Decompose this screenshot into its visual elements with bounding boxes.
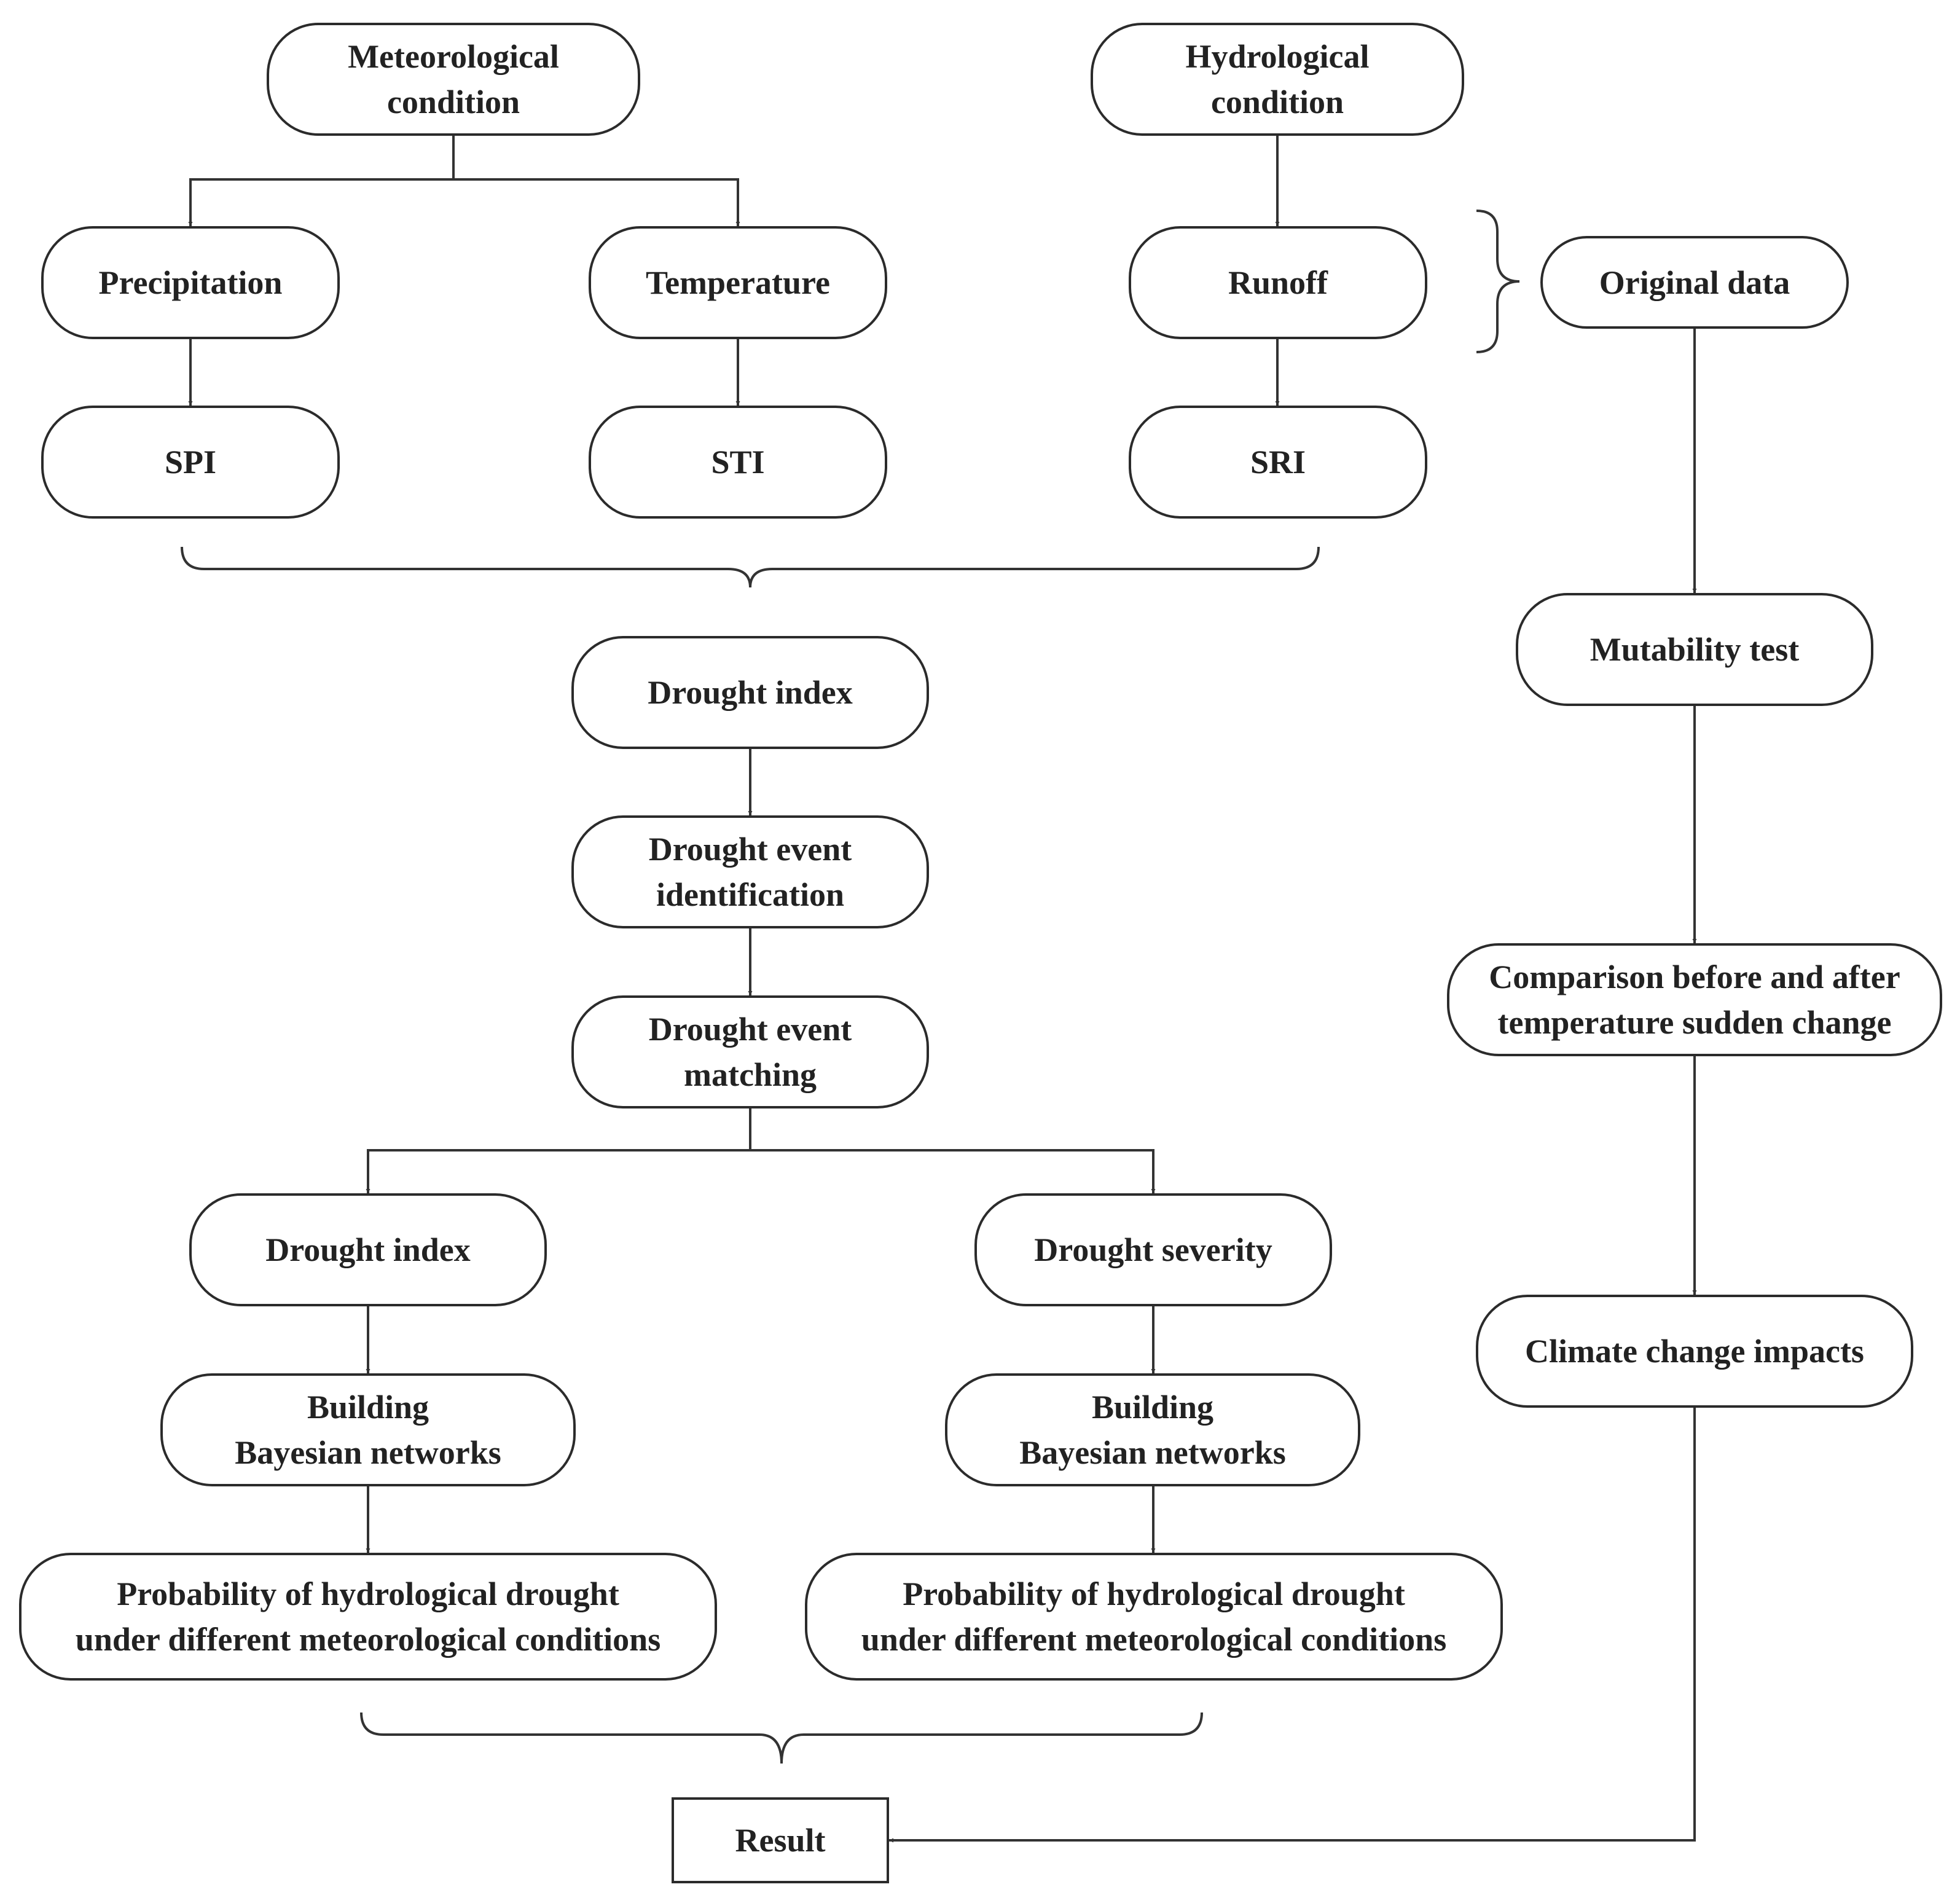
node-label: Building Bayesian networks bbox=[235, 1389, 501, 1471]
temperature-node: Temperature bbox=[589, 226, 887, 339]
brace-probabilities bbox=[360, 1712, 1203, 1764]
building-bayesian-networks-left-node: Building Bayesian networks bbox=[160, 1373, 576, 1486]
precipitation-node: Precipitation bbox=[41, 226, 340, 339]
probability-left-node: Probability of hydrological drought unde… bbox=[19, 1553, 717, 1681]
spi-node: SPI bbox=[41, 406, 340, 519]
node-label: Climate change impacts bbox=[1525, 1333, 1864, 1370]
node-label: Drought index bbox=[648, 674, 853, 711]
node-label: Building Bayesian networks bbox=[1019, 1389, 1286, 1471]
node-label: Drought index bbox=[265, 1231, 471, 1268]
brace-input-data bbox=[1476, 210, 1520, 353]
node-label: Probability of hydrological drought unde… bbox=[75, 1575, 661, 1658]
result-node: Result bbox=[672, 1797, 889, 1883]
node-label: Hydrological condition bbox=[1185, 38, 1370, 120]
node-label: Mutability test bbox=[1590, 631, 1800, 668]
node-label: Precipitation bbox=[98, 264, 283, 301]
edge-climate-change-to-result bbox=[889, 1408, 1696, 1843]
drought-index-left-node: Drought index bbox=[189, 1193, 547, 1306]
edge-meteorological-to-temperature bbox=[452, 136, 740, 226]
runoff-node: Runoff bbox=[1129, 226, 1427, 339]
node-label: Probability of hydrological drought unde… bbox=[861, 1575, 1447, 1658]
brace-drought-indices bbox=[181, 546, 1320, 588]
node-label: Result bbox=[735, 1822, 826, 1859]
drought-event-matching-node: Drought event matching bbox=[571, 995, 929, 1108]
node-label: Original data bbox=[1599, 264, 1790, 301]
probability-right-node: Probability of hydrological drought unde… bbox=[805, 1553, 1503, 1681]
node-label: SPI bbox=[164, 444, 217, 481]
drought-severity-node: Drought severity bbox=[974, 1193, 1332, 1306]
hydrological-condition-node: Hydrological condition bbox=[1091, 23, 1464, 136]
node-label: Comparison before and after temperature … bbox=[1489, 959, 1900, 1041]
mutability-test-node: Mutability test bbox=[1516, 593, 1873, 706]
node-label: Runoff bbox=[1228, 264, 1328, 301]
node-label: Drought event identification bbox=[648, 831, 852, 913]
building-bayesian-networks-right-node: Building Bayesian networks bbox=[945, 1373, 1360, 1486]
node-label: Drought severity bbox=[1034, 1231, 1272, 1268]
edge-matching-to-drought-severity bbox=[749, 1108, 1156, 1193]
drought-index-node: Drought index bbox=[571, 636, 929, 749]
comparison-node: Comparison before and after temperature … bbox=[1447, 943, 1942, 1056]
node-label: STI bbox=[711, 444, 765, 481]
drought-event-identification-node: Drought event identification bbox=[571, 815, 929, 928]
meteorological-condition-node: Meteorological condition bbox=[267, 23, 640, 136]
sri-node: SRI bbox=[1129, 406, 1427, 519]
climate-change-impacts-node: Climate change impacts bbox=[1476, 1295, 1913, 1408]
node-label: Drought event matching bbox=[648, 1011, 852, 1093]
node-label: SRI bbox=[1250, 444, 1306, 481]
node-label: Temperature bbox=[646, 264, 830, 301]
brace-layer bbox=[181, 210, 1520, 1764]
node-label: Meteorological condition bbox=[348, 38, 559, 120]
edge-layer bbox=[188, 136, 1697, 1843]
sti-node: STI bbox=[589, 406, 887, 519]
original-data-node: Original data bbox=[1540, 236, 1849, 329]
